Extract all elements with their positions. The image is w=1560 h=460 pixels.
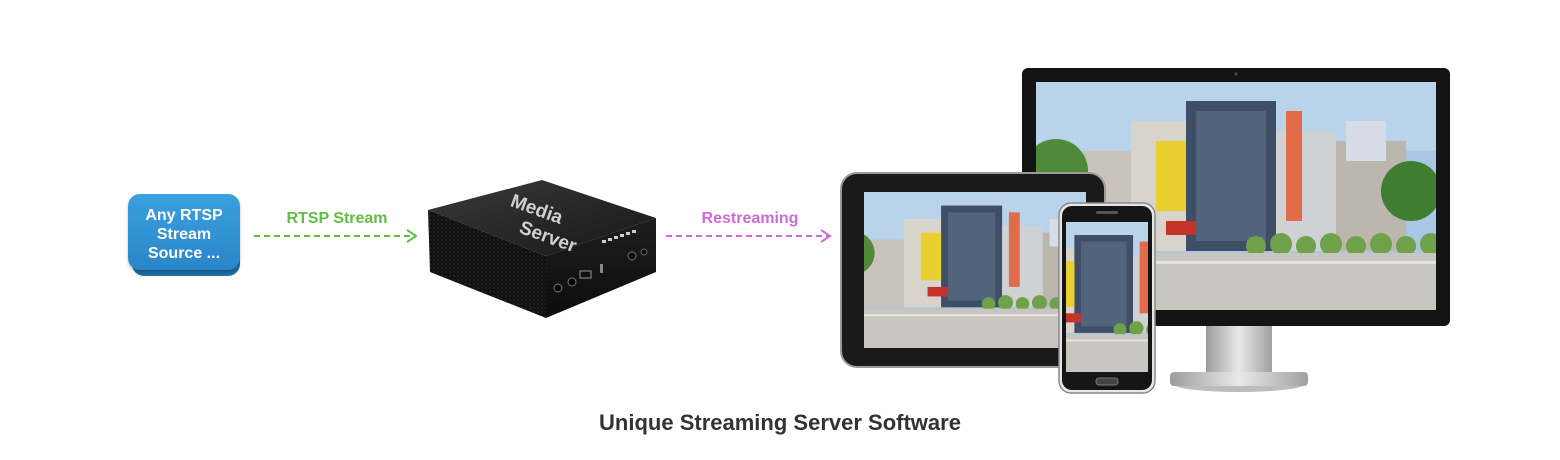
- phone-screen: [1066, 222, 1148, 372]
- source-badge-text: Any RTSP Stream Source ...: [128, 206, 240, 263]
- rtsp-stream-arrow: [254, 229, 418, 243]
- source-badge-face: [128, 194, 240, 270]
- restreaming-arrow: [666, 229, 832, 243]
- rtsp-stream-label: RTSP Stream: [286, 210, 388, 227]
- diagram-caption: Unique Streaming Server Software: [599, 410, 961, 435]
- media-server-box: Media Server: [428, 180, 656, 318]
- source-line-2: Stream: [156, 226, 212, 243]
- restreaming-label: Restreaming: [701, 210, 799, 227]
- smartphone-device: [1058, 202, 1156, 394]
- source-line-1: Any RTSP: [145, 207, 223, 224]
- rtsp-source-badge: Any RTSP Stream Source ...: [128, 194, 244, 278]
- source-line-3: Source ...: [147, 245, 221, 262]
